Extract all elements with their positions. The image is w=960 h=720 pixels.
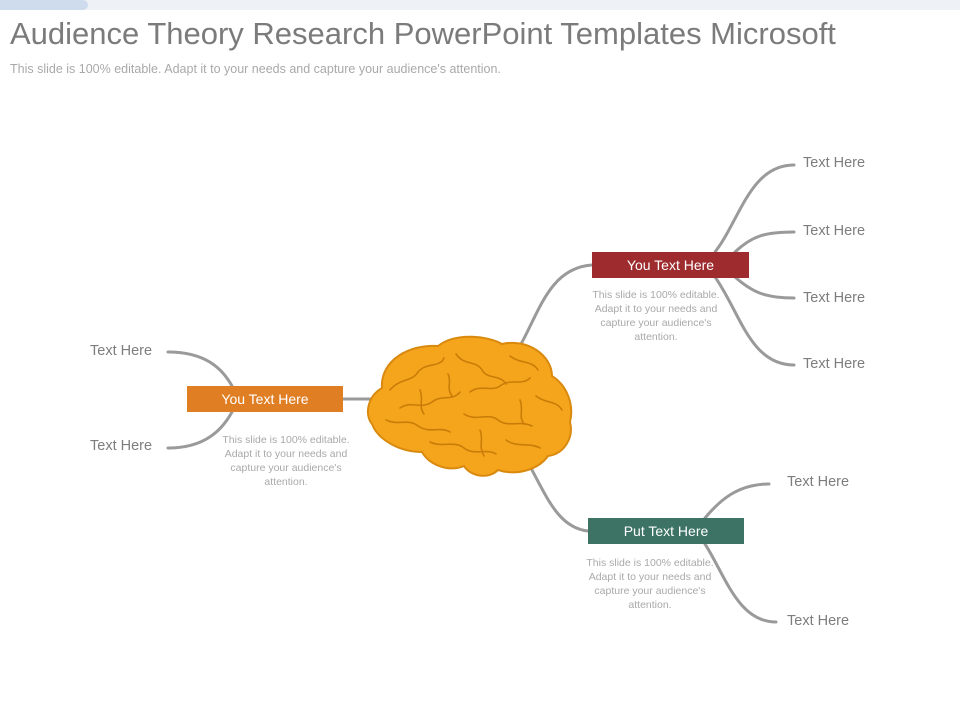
connector-brain-bottomright — [530, 468, 590, 533]
node-top-right-branch-4: Text Here — [803, 356, 866, 372]
node-bottom-right-branch-2: Text Here — [787, 613, 850, 629]
connector-tr-2 — [733, 230, 796, 254]
connector-left-upper — [166, 350, 234, 388]
node-top-right-branch-2: Text Here — [803, 223, 866, 239]
node-left-description: This slide is 100% editable. Adapt it to… — [222, 434, 350, 488]
connector-br-2 — [703, 542, 778, 624]
connector-left-lower — [166, 410, 234, 450]
connector-brain-topright — [518, 263, 594, 348]
top-banner-accent — [0, 0, 88, 10]
connector-tr-1 — [713, 163, 796, 254]
node-left-branch-1: Text Here — [90, 343, 153, 359]
node-bottom-right-label: Put Text Here — [588, 518, 744, 544]
top-banner — [0, 0, 960, 10]
node-top-right-branch-1: Text Here — [803, 155, 866, 171]
node-bottom-right-branch-1: Text Here — [787, 474, 850, 490]
node-top-right-description: This slide is 100% editable. Adapt it to… — [592, 289, 720, 343]
node-left-branch-2: Text Here — [90, 438, 153, 454]
slide-subtitle: This slide is 100% editable. Adapt it to… — [10, 62, 501, 76]
node-left-label: You Text Here — [187, 386, 343, 412]
connector-tr-3 — [733, 275, 796, 300]
node-top-right-branch-3: Text Here — [803, 290, 866, 306]
connector-br-1 — [703, 482, 771, 520]
slide-title: Audience Theory Research PowerPoint Temp… — [10, 16, 836, 51]
node-top-right-label: You Text Here — [592, 252, 749, 278]
brain-icon — [366, 335, 573, 477]
connector-tr-4 — [713, 275, 796, 367]
node-bottom-right-description: This slide is 100% editable. Adapt it to… — [586, 557, 714, 611]
